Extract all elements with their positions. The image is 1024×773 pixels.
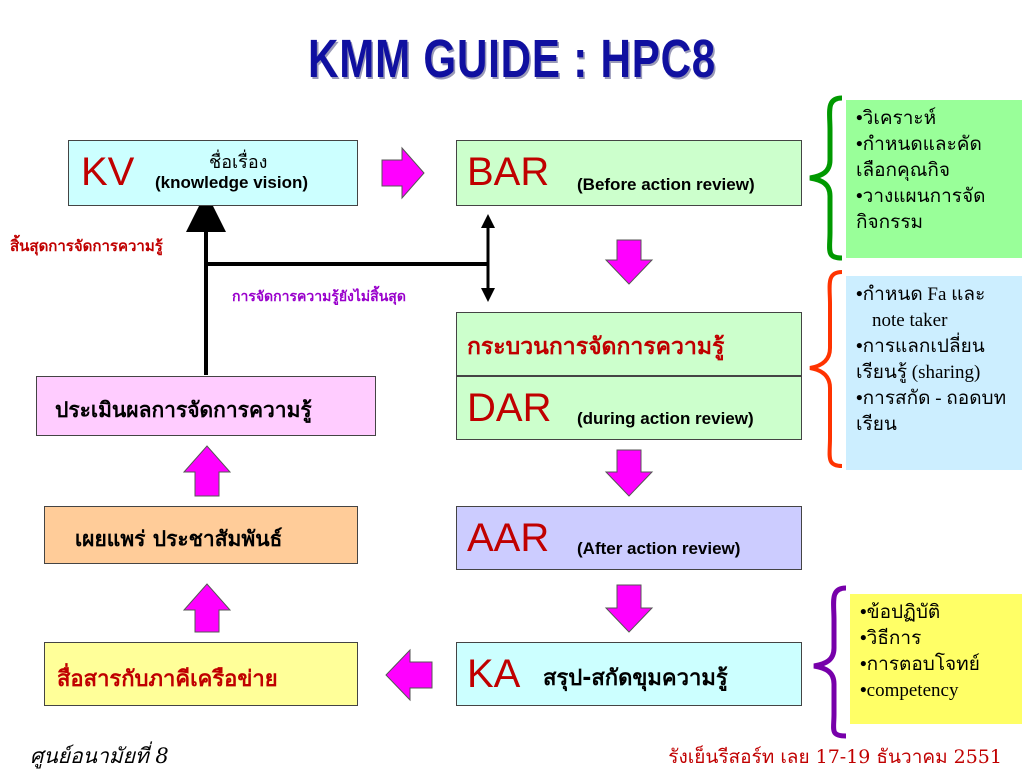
aar-abbr: AAR bbox=[467, 516, 550, 560]
arrow-left-ka-network bbox=[385, 648, 433, 702]
notes-ka-item: competency bbox=[860, 678, 1016, 704]
notes-ka-item: การตอบโจทย์ bbox=[860, 652, 1016, 678]
notes-ka-item: วิธีการ bbox=[860, 626, 1016, 652]
kv-abbr: KV bbox=[81, 150, 135, 194]
bar-abbr: BAR bbox=[467, 150, 550, 194]
arrow-down-dar-aar bbox=[604, 449, 654, 497]
bar-sub: (Before action review) bbox=[577, 175, 755, 194]
kv-box: KV ชื่อเรื่อง (knowledge vision) bbox=[68, 140, 358, 206]
network-label: สื่อสารกับภาคีเครือข่าย bbox=[57, 667, 278, 692]
notes-ka-item: ข้อปฏิบัติ bbox=[860, 600, 1016, 626]
publish-label: เผยแพร่ ประชาสัมพันธ์ bbox=[75, 527, 283, 551]
arrow-down-bar-process bbox=[604, 239, 654, 285]
kv-sub-en: (knowledge vision) bbox=[155, 173, 309, 192]
dar-sub: (during action review) bbox=[577, 409, 754, 428]
notes-dar-item: การสกัด - ถอดบทเรียน bbox=[856, 386, 1016, 438]
notes-bar-item: วางแผนการจัดกิจกรรม bbox=[856, 184, 1016, 236]
edge-label-not-end: การจัดการความรู้ยังไม่สิ้นสุด bbox=[232, 289, 406, 305]
kv-sub-thai: ชื่อเรื่อง bbox=[209, 152, 268, 173]
footer-left: ศูนย์อนามัยที่ 8 bbox=[30, 744, 169, 768]
dar-box: DAR (during action review) bbox=[456, 376, 802, 440]
bar-box: BAR (Before action review) bbox=[456, 140, 802, 206]
process-label: กระบวนการจัดการความรู้ bbox=[467, 334, 725, 360]
aar-box: AAR (After action review) bbox=[456, 506, 802, 570]
aar-sub: (After action review) bbox=[577, 539, 741, 558]
bracket-dar-notes bbox=[809, 270, 843, 468]
dar-abbr: DAR bbox=[467, 386, 552, 430]
ka-box: KA สรุป-สกัดขุมความรู้ bbox=[456, 642, 802, 706]
edge-label-end: สิ้นสุดการจัดการความรู้ bbox=[10, 237, 163, 255]
evaluate-box: ประเมินผลการจัดการความรู้ bbox=[36, 376, 376, 436]
notes-bar-item: กำหนดและคัดเลือกคุณกิจ bbox=[856, 132, 1016, 184]
evaluate-label: ประเมินผลการจัดการความรู้ bbox=[55, 398, 312, 422]
arrow-down-aar-ka bbox=[604, 584, 654, 633]
ka-abbr: KA bbox=[467, 652, 521, 696]
network-box: สื่อสารกับภาคีเครือข่าย bbox=[44, 642, 358, 706]
arrow-up-publish-evaluate bbox=[182, 445, 232, 497]
notes-dar-item: กำหนด Fa และ bbox=[856, 282, 1016, 308]
process-box: กระบวนการจัดการความรู้ bbox=[456, 312, 802, 376]
notes-dar: กำหนด Fa และ note taker การแลกเปลี่ยนเรี… bbox=[846, 276, 1022, 470]
footer-right: รังเย็นรีสอร์ท เลย 17-19 ธันวาคม 2551 bbox=[668, 746, 1002, 768]
page-title: KMM GUIDE : HPC8 bbox=[308, 29, 716, 89]
ka-sub: สรุป-สกัดขุมความรู้ bbox=[543, 666, 728, 691]
notes-dar-item: การแลกเปลี่ยนเรียนรู้ (sharing) bbox=[856, 334, 1016, 386]
publish-box: เผยแพร่ ประชาสัมพันธ์ bbox=[44, 506, 358, 564]
notes-bar: วิเคราะห์ กำหนดและคัดเลือกคุณกิจ วางแผนก… bbox=[846, 100, 1022, 258]
bracket-bar-notes bbox=[809, 95, 843, 261]
notes-dar-item: note taker bbox=[872, 310, 948, 331]
arrow-up-network-publish bbox=[182, 583, 232, 633]
bracket-ka-notes bbox=[813, 585, 847, 739]
arrow-right-kv-bar bbox=[381, 146, 425, 200]
notes-bar-item: วิเคราะห์ bbox=[856, 106, 1016, 132]
notes-ka: ข้อปฏิบัติ วิธีการ การตอบโจทย์ competenc… bbox=[850, 594, 1022, 724]
